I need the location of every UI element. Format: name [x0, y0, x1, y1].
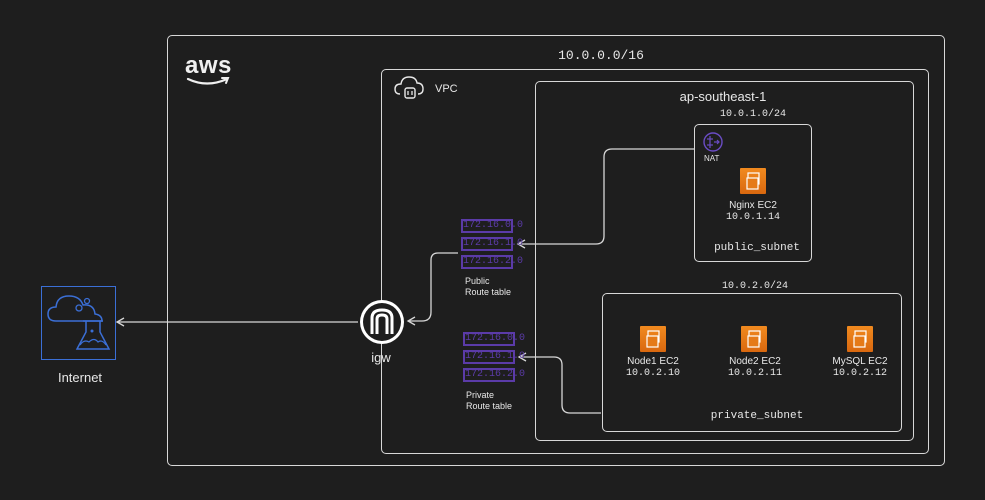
region-label: ap-southeast-1 [679, 89, 767, 104]
private-subnet-container [602, 293, 902, 432]
region-container [535, 81, 914, 441]
mysql-ec2-ip: 10.0.2.12 [832, 368, 888, 379]
aws-smile-icon [186, 77, 230, 85]
private-route-table-icon: 172.16.0.0 172.16.1.0 172.16.2.0 [463, 332, 526, 382]
nginx-ec2-icon [740, 168, 766, 194]
vpc-label: VPC [435, 83, 458, 95]
public-subnet-container [694, 124, 812, 262]
private-rt-row-2: 172.16.2.0 [463, 368, 526, 382]
vpc-cloud-lock-icon [394, 76, 424, 99]
internet-cloud-icon [41, 286, 116, 360]
nat-gateway-icon [703, 132, 723, 152]
public-rt-row-2: 172.16.2.0 [461, 255, 524, 269]
public-subnet-cidr: 10.0.1.0/24 [719, 109, 787, 120]
vpc-cidr: 10.0.0.0/16 [558, 48, 644, 63]
public-rt-row-0: 172.16.0.0 [461, 219, 524, 233]
public-rt-title-line2: Route table [465, 287, 512, 297]
public-route-table-icon: 172.16.0.0 172.16.1.0 172.16.2.0 [461, 219, 524, 269]
mysql-ec2-name: MySQL EC2 [832, 356, 888, 367]
nginx-ec2-ip: 10.0.1.14 [725, 212, 781, 223]
node2-ec2-icon [741, 326, 767, 352]
aws-logo-icon: aws [183, 52, 235, 88]
private-subnet-cidr: 10.0.2.0/24 [721, 281, 789, 292]
public-subnet-name: public_subnet [714, 242, 800, 254]
igw-label: igw [371, 350, 391, 365]
node2-ec2-ip: 10.0.2.11 [727, 368, 783, 379]
mysql-ec2-icon [847, 326, 873, 352]
node2-ec2-name: Node2 EC2 [729, 356, 781, 367]
private-subnet-name: private_subnet [710, 410, 804, 422]
vpc-container [381, 69, 929, 454]
node1-ec2-name: Node1 EC2 [627, 356, 679, 367]
private-rt-row-0: 172.16.0.0 [463, 332, 526, 346]
aws-cloud-container [167, 35, 945, 466]
node1-ec2-icon [640, 326, 666, 352]
nat-label: NAT [704, 154, 720, 163]
internet-label: Internet [57, 370, 103, 385]
public-rt-row-1: 172.16.1.0 [461, 237, 524, 251]
public-rt-title-line1: Public [465, 276, 490, 286]
nginx-ec2-name: Nginx EC2 [729, 200, 777, 211]
aws-logo-text: aws [185, 52, 232, 79]
private-rt-title-line2: Route table [466, 401, 513, 411]
node1-ec2-ip: 10.0.2.10 [625, 368, 681, 379]
internet-gateway-icon [360, 300, 404, 344]
private-rt-title-line1: Private [466, 390, 495, 400]
private-rt-row-1: 172.16.1.0 [463, 350, 526, 364]
